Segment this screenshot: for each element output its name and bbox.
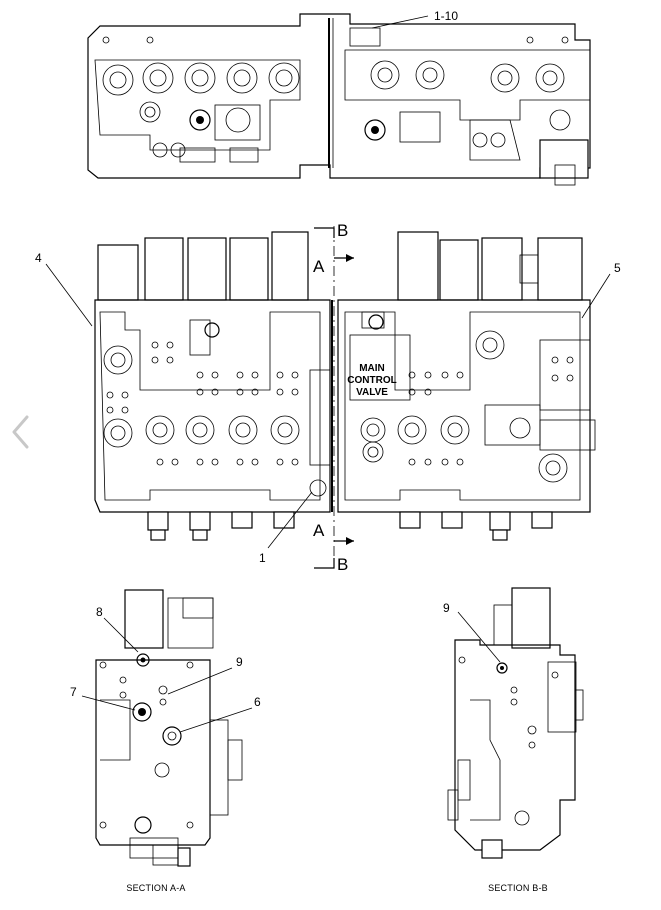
caption-section-a-a: SECTION A-A [126,883,185,893]
top-view-ports [102,36,571,158]
callout-1-10: 1-10 [434,9,458,23]
front-view-body [94,299,596,513]
section-b-b-view [447,587,584,859]
callout-7: 7 [70,685,77,699]
valve-label-line2: CONTROL [347,375,396,386]
callout-9-section-b: 9 [443,601,450,615]
valve-label-line1: MAIN [359,363,385,374]
section-cut-line [314,226,354,569]
front-view-solenoids [97,231,583,301]
callout-5: 5 [614,261,621,275]
leader-lines [45,15,611,733]
callout-1: 1 [259,551,266,565]
front-view-bolt-grid [106,341,574,466]
callout-6: 6 [254,695,261,709]
callout-9-section-a: 9 [236,655,243,669]
valve-label-line3: VALVE [356,387,388,398]
front-view-fittings [147,511,553,541]
callout-8: 8 [96,605,103,619]
section-marker-a-bottom: A [313,521,325,540]
section-marker-b-top: B [337,221,348,240]
chevron-left-icon [12,415,29,449]
callout-4: 4 [35,251,42,265]
section-a-a-view [95,589,243,867]
section-marker-a-top: A [313,257,325,276]
front-view-ports [103,314,568,497]
section-marker-b-bottom: B [337,555,348,574]
caption-section-b-b: SECTION B-B [488,883,548,893]
previous-page-button[interactable] [4,408,38,456]
top-view-valve [87,13,591,186]
